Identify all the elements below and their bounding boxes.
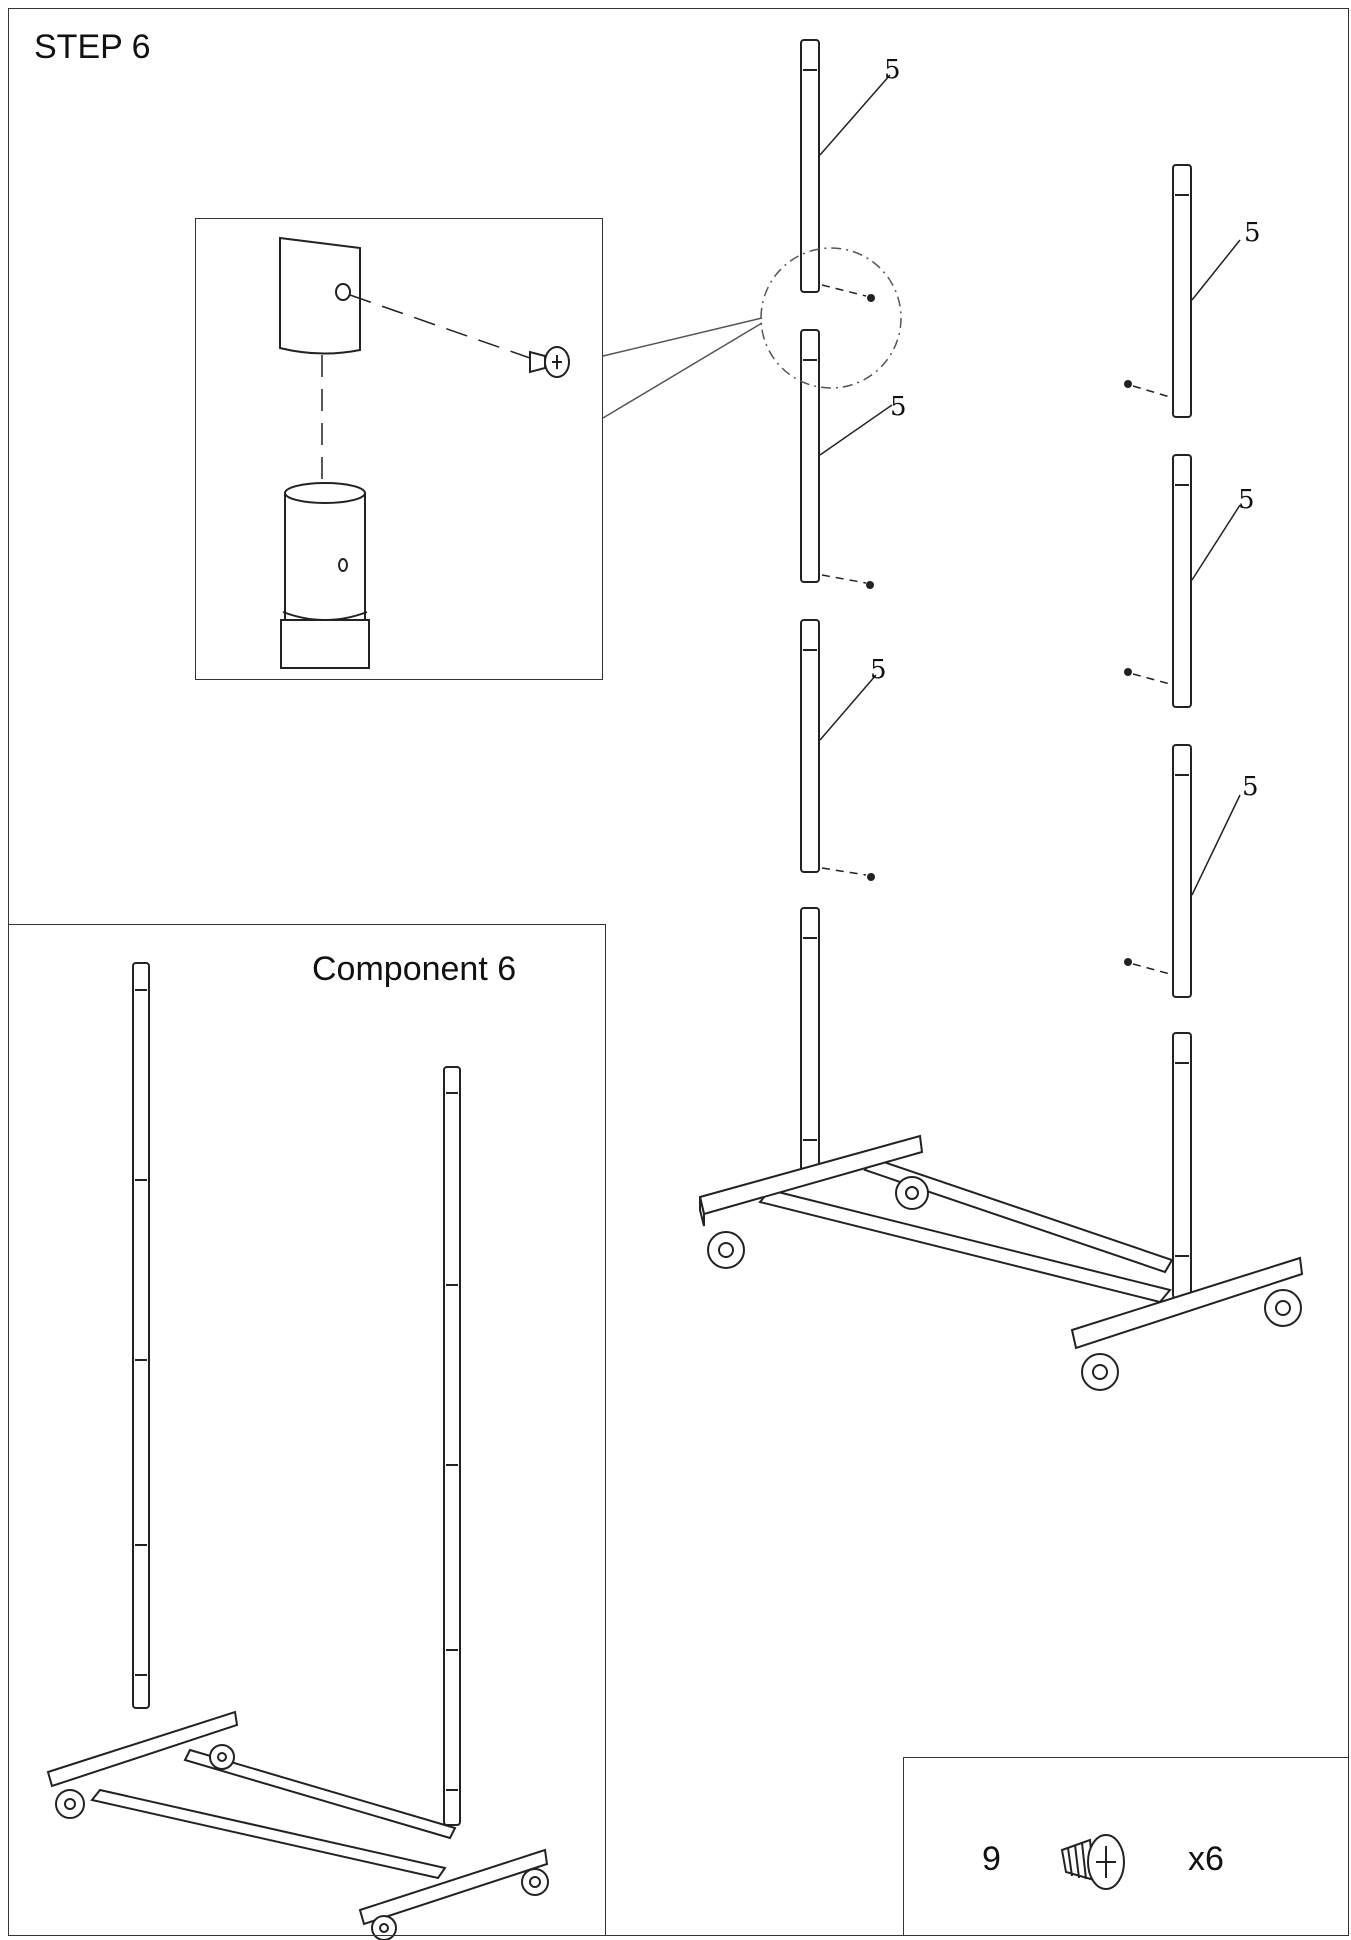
component-panel bbox=[8, 924, 606, 1936]
detail-screw-icon bbox=[529, 346, 570, 378]
caster bbox=[1264, 1289, 1302, 1327]
right-pole-segment-2 bbox=[1172, 454, 1192, 708]
hardware-part-number: 9 bbox=[982, 1840, 1001, 1878]
base-frame bbox=[698, 1134, 1304, 1391]
assembled-back-foot bbox=[358, 1848, 549, 1926]
screw-icon bbox=[867, 873, 875, 881]
component-title: Component 6 bbox=[312, 950, 517, 988]
screw-icon bbox=[866, 581, 874, 589]
part-label: 5 bbox=[870, 655, 887, 685]
hardware-quantity: x6 bbox=[1188, 1840, 1224, 1878]
caster bbox=[707, 1231, 745, 1269]
magnifier-circle bbox=[760, 247, 902, 389]
left-pole-base-segment bbox=[800, 907, 820, 1174]
left-pole-segment-1 bbox=[800, 39, 820, 293]
part-label: 5 bbox=[1238, 485, 1255, 515]
screw-icon bbox=[867, 294, 875, 302]
caster bbox=[1081, 1353, 1119, 1391]
part-label: 5 bbox=[1244, 218, 1261, 248]
detail-inset-panel bbox=[195, 218, 603, 680]
caster bbox=[895, 1176, 929, 1210]
part-label: 5 bbox=[1242, 772, 1259, 802]
screw-icon bbox=[1124, 668, 1132, 676]
step-title: STEP 6 bbox=[34, 28, 151, 66]
right-pole-segment-1 bbox=[1172, 164, 1192, 418]
right-pole-segment-3 bbox=[1172, 744, 1192, 998]
left-pole-segment-2 bbox=[800, 329, 820, 583]
upper-tube-end bbox=[279, 236, 361, 355]
part-label: 5 bbox=[884, 55, 901, 85]
assembled-front-foot bbox=[46, 1710, 239, 1788]
hardware-screw-icon bbox=[1060, 1834, 1125, 1890]
hardware-panel bbox=[903, 1757, 1349, 1936]
screw-icon bbox=[1124, 380, 1132, 388]
right-pole-base-segment bbox=[1172, 1032, 1192, 1299]
left-pole-segment-3 bbox=[800, 619, 820, 873]
part-label: 5 bbox=[890, 392, 907, 422]
screw-icon bbox=[1124, 958, 1132, 966]
assembled-right-pole bbox=[443, 1066, 461, 1826]
assembled-left-pole bbox=[132, 962, 150, 1709]
